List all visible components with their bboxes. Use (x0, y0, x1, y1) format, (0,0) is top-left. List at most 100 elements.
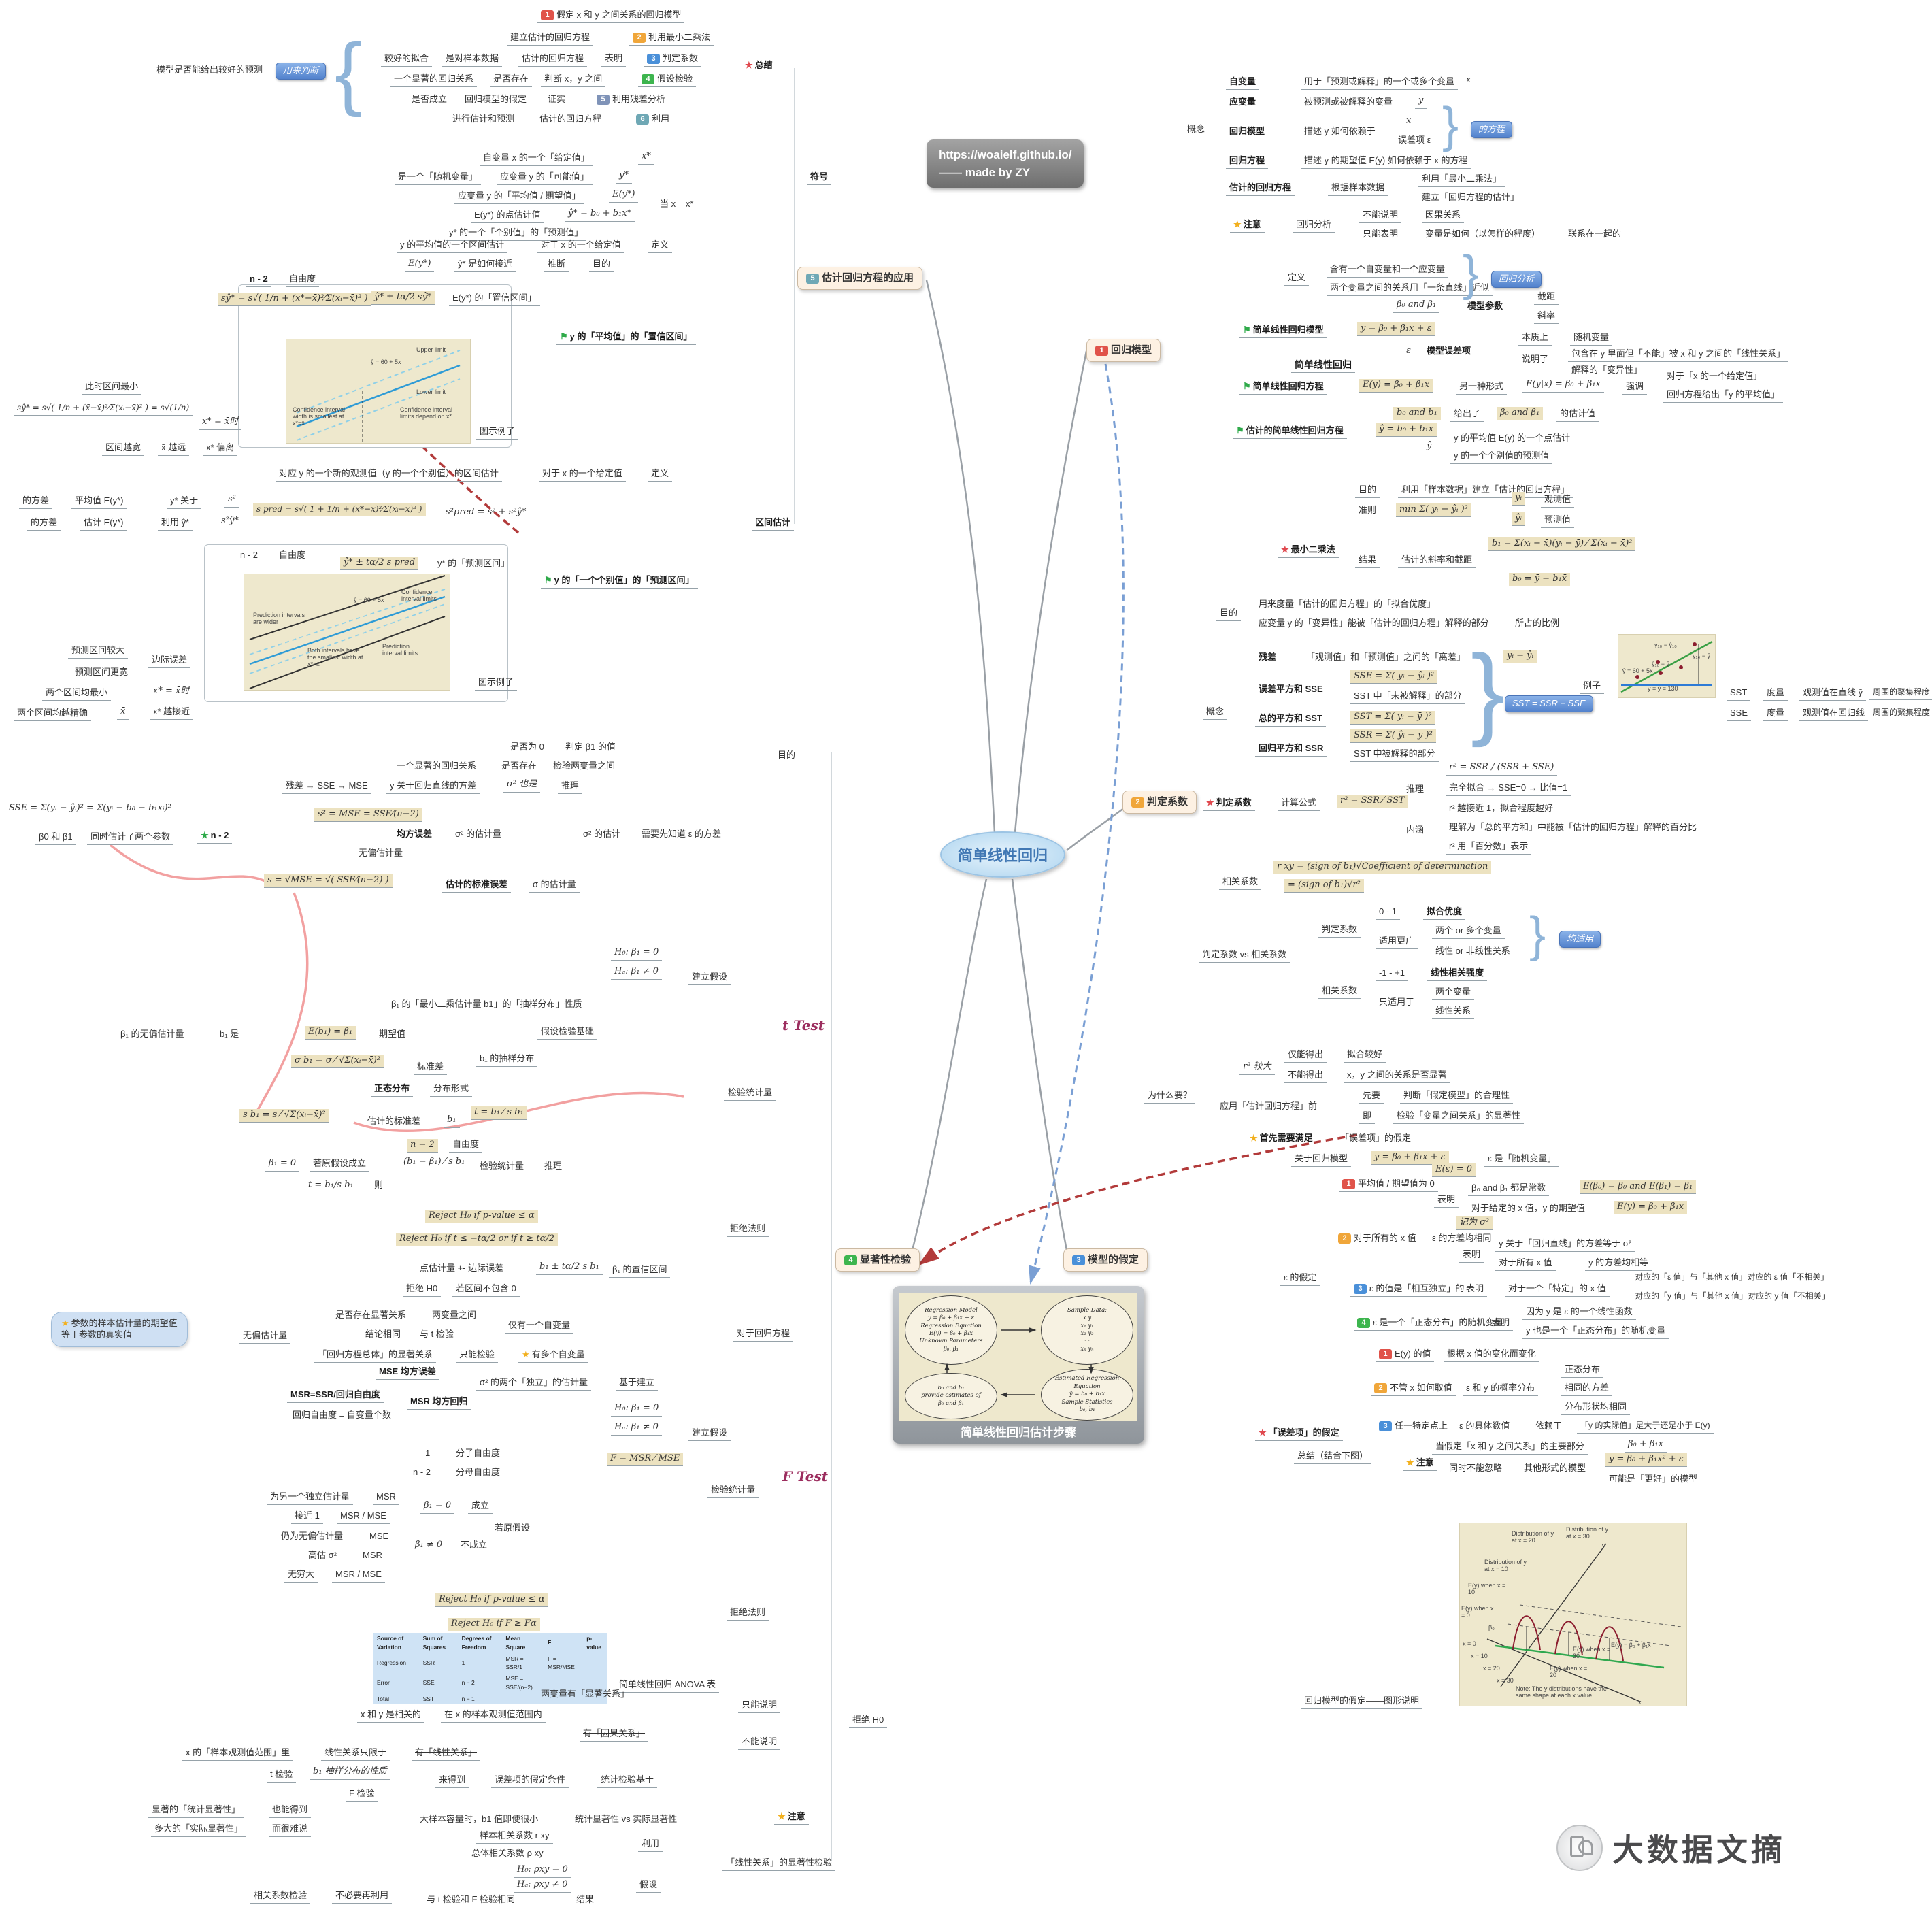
map-node[interactable]: ★「误差项」的假定 (1255, 1427, 1343, 1441)
map-node[interactable]: 模型是否能给出较好的预测 (153, 65, 267, 78)
map-node[interactable]: 定义 (648, 239, 673, 253)
map-node[interactable]: y (1415, 95, 1427, 109)
map-node[interactable]: 回归自由度 = 自变量个数 (289, 1410, 395, 1423)
map-node[interactable]: ε 的具体数值 (1456, 1421, 1514, 1434)
map-node[interactable]: 建立假设 (688, 972, 731, 985)
map-node[interactable]: 先要 (1359, 1090, 1384, 1104)
map-node[interactable]: SST 中被解释的部分 (1350, 748, 1439, 762)
map-node[interactable]: σ² 的估计量 (452, 829, 505, 842)
map-node[interactable]: 应变量 y 的「变异性」能被「估计的回归方程」解释的部分 (1255, 618, 1493, 631)
map-node[interactable]: 应用「估计回归方程」前 (1216, 1101, 1321, 1114)
map-node[interactable]: 计算公式 (1278, 797, 1320, 811)
map-node[interactable]: 对于「x 的一个给定值」 (1663, 371, 1766, 384)
map-node[interactable]: y 关于「回归直线」的方差等于 σ² (1495, 1238, 1635, 1252)
map-node[interactable]: 分布形状均相同 (1561, 1402, 1631, 1415)
map-node[interactable]: s² = MSE = SSE⁄(n−2) (314, 808, 422, 822)
map-node[interactable]: 仍为无偏估计量 (278, 1531, 347, 1544)
map-node[interactable]: 表明 (601, 53, 627, 67)
map-node[interactable]: x (1403, 116, 1415, 129)
map-node[interactable]: 拒绝 H0 (403, 1283, 442, 1297)
map-node[interactable]: 检验两变量之间 (550, 761, 619, 774)
map-node[interactable]: ŷ* ± tα/2 s pred (340, 557, 419, 570)
map-node[interactable]: 也能得到 (269, 1804, 312, 1818)
map-node[interactable]: 回归平方和 SSR (1255, 743, 1327, 757)
map-node[interactable]: 当 x = x* (656, 199, 697, 212)
map-node[interactable]: ★注意 (1230, 219, 1265, 233)
map-node[interactable]: E(b₁) = β₁ (305, 1026, 356, 1040)
map-node[interactable]: 一个显著的回归关系 (390, 73, 478, 87)
map-node[interactable]: 估计的回归方程 (1226, 182, 1295, 196)
map-node[interactable]: ŷ (1423, 441, 1435, 454)
map-node[interactable]: 本质上 (1518, 332, 1552, 346)
map-node[interactable]: 检验「变量之间关系」的显著性 (1393, 1110, 1525, 1124)
map-node[interactable]: 对于给定的 x 值，y 的期望值 (1468, 1203, 1588, 1216)
map-node[interactable]: β₁ 的无偏估计量 (117, 1029, 188, 1042)
map-node[interactable]: 只能表明 (1359, 229, 1402, 242)
map-node[interactable]: ⚑y 的「平均值」的「置信区间」 (556, 331, 696, 345)
map-node[interactable]: ⚑简单线性回归模型 (1239, 325, 1327, 338)
map-node[interactable]: 回归模型的假定——图形说明 (1301, 1695, 1423, 1709)
map-node[interactable]: 若区间不包含 0 (452, 1283, 520, 1297)
map-node[interactable]: 线性相关强度 (1427, 967, 1488, 981)
map-node[interactable]: y 的平均值 E(y) 的一个点估计 (1450, 433, 1574, 446)
map-node[interactable]: 解释的「变异性」 (1568, 365, 1646, 378)
map-node[interactable]: 不成立 (457, 1540, 491, 1553)
map-node[interactable]: 自由度 (286, 274, 320, 287)
map-node[interactable]: 仅能得出 (1284, 1049, 1327, 1063)
map-node[interactable]: 回归方程 (1226, 155, 1269, 169)
map-node[interactable]: 的估计值 (1556, 408, 1599, 422)
map-node[interactable]: 检验统计量 (724, 1087, 776, 1101)
map-node[interactable]: 而很难说 (269, 1823, 312, 1837)
map-node[interactable]: x (1463, 75, 1475, 88)
map-node[interactable]: β₁ = 0 (265, 1158, 300, 1172)
map-node[interactable]: 误差平方和 SSE (1255, 684, 1327, 697)
map-node[interactable]: 回归方程给出「y 的平均值」 (1663, 389, 1784, 403)
map-node[interactable]: 无穷大 (284, 1569, 318, 1583)
map-node[interactable]: x* 偏离 (203, 442, 238, 456)
map-node[interactable]: 估计的斜率和截距 (1398, 554, 1476, 568)
map-node[interactable]: 证实 (544, 94, 569, 107)
map-node[interactable]: y* 的一个「个别值」的「预测值」 (446, 227, 587, 241)
map-node[interactable]: 与 t 检验 (416, 1329, 457, 1342)
map-node[interactable]: 表明 (1459, 1249, 1484, 1263)
map-node[interactable]: MSR 均方回归 (407, 1396, 471, 1410)
map-node[interactable]: 有「线性关系」 (412, 1747, 481, 1761)
map-node[interactable]: 对于回归方程 (733, 1328, 794, 1342)
map-node[interactable]: 完全拟合 → SSE=0 → 比值=1 (1446, 782, 1571, 796)
map-node[interactable]: 判定系数 vs 相关系数 (1199, 949, 1290, 963)
map-node[interactable]: Reject H₀ if F ≥ Fα (448, 1618, 540, 1631)
map-node[interactable]: 只适用于 (1376, 997, 1418, 1010)
map-node[interactable]: 因果关系 (1422, 210, 1465, 223)
map-node[interactable]: 包含在 y 里面但「不能」被 x 和 y 之间的「线性关系」 (1568, 348, 1789, 362)
map-node[interactable]: 估计 E(y*) (80, 517, 127, 531)
map-node[interactable]: y 也是一个「正态分布」的随机变量 (1522, 1325, 1669, 1339)
map-node[interactable]: s² (224, 494, 239, 508)
map-node[interactable]: 残差 → SSE → MSE (282, 780, 371, 794)
map-node[interactable]: 对于 x 的一个给定值 (539, 468, 626, 482)
map-node[interactable]: s²ŷ* (218, 516, 242, 529)
map-node[interactable]: 对应的「ε 值」与「其他 x 值」对应的 ε 值「不相关」 (1631, 1272, 1833, 1285)
map-node[interactable]: ε (1403, 346, 1414, 359)
map-node[interactable]: MSR (373, 1491, 399, 1505)
map-node[interactable]: b₁ = Σ(xᵢ − x̄)(yᵢ − ȳ) ⁄ Σ(xᵢ − x̄)² (1488, 537, 1636, 551)
map-node[interactable]: SST = Σ( yᵢ − ȳ )² (1350, 711, 1435, 725)
map-node[interactable]: sŷ* = s√( 1/n + (x*−x̄)²⁄Σ(xᵢ−x̄)² ) (218, 293, 371, 306)
map-node[interactable]: 只能说明 (738, 1700, 781, 1713)
map-node[interactable]: 利用 (638, 1838, 663, 1852)
map-node[interactable]: 根据 x 值的变化而变化 (1444, 1348, 1539, 1362)
map-node[interactable]: 对应的「y 值」与「其他 x 值」对应的 y 值「不相关」 (1631, 1291, 1833, 1304)
map-node[interactable]: 若原假设 (491, 1523, 534, 1536)
map-node[interactable]: 样本相关系数 r xy (476, 1830, 553, 1844)
map-node[interactable]: 检验统计量 (476, 1161, 528, 1174)
map-node[interactable]: n − 2 (407, 1139, 438, 1153)
map-node[interactable]: 用来判断 (276, 63, 327, 80)
map-node[interactable]: 是一个「随机变量」 (395, 171, 482, 185)
map-node[interactable]: 自由度 (276, 550, 310, 563)
